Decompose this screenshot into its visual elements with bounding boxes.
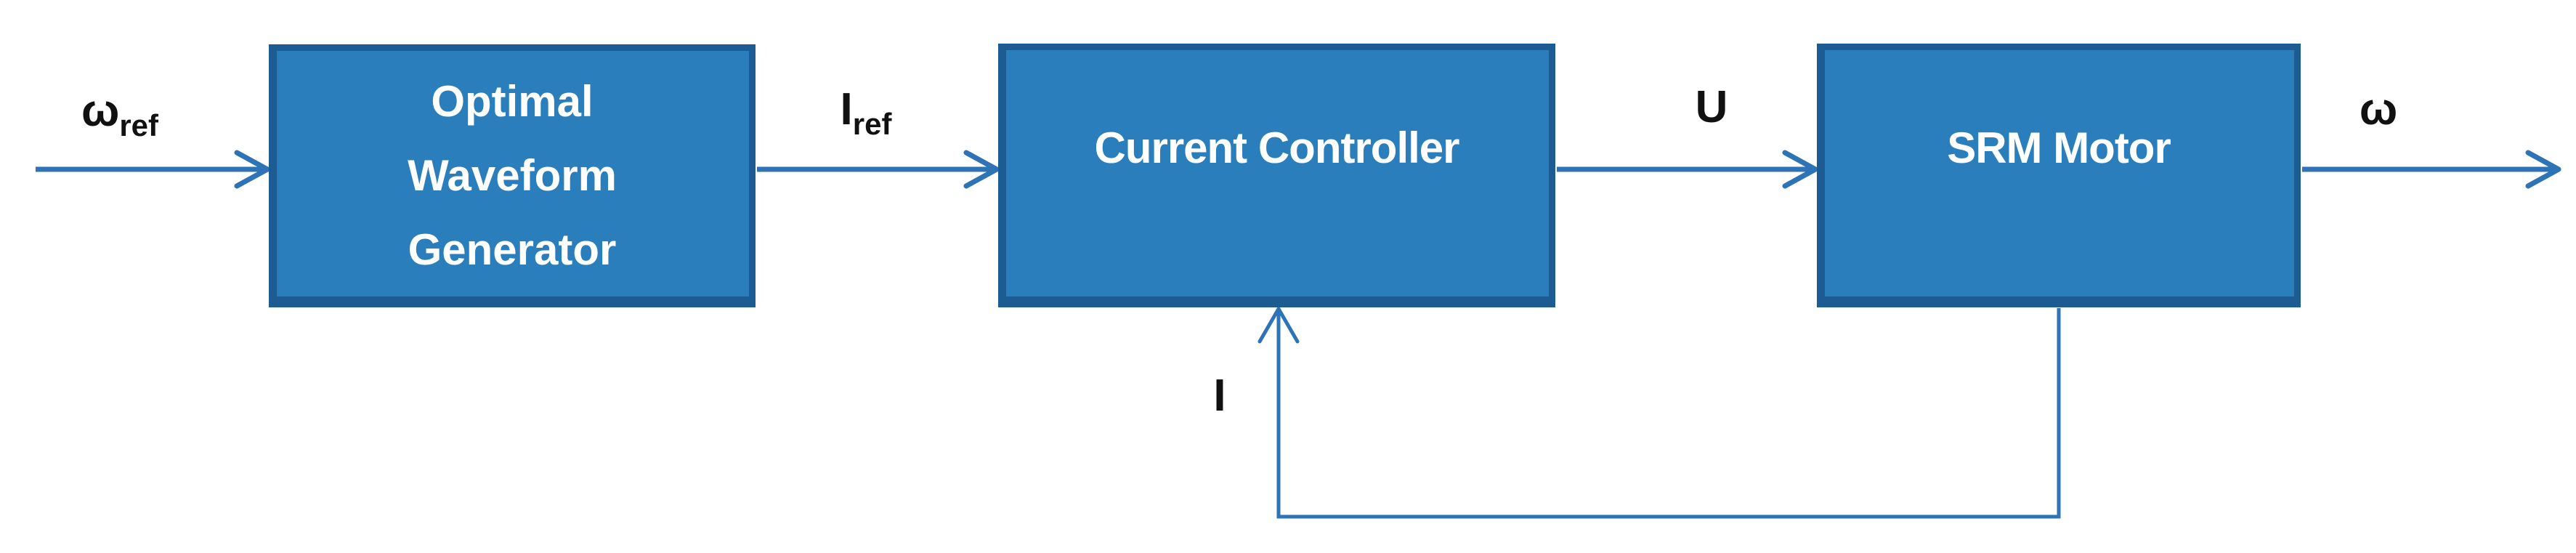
block-current-controller: Current Controller bbox=[998, 44, 1555, 307]
signal-label-i-ref: Iref bbox=[841, 87, 892, 140]
omega-out-arrowhead-icon bbox=[2525, 150, 2561, 189]
signal-label-i-feedback: I bbox=[1213, 374, 1226, 426]
signal-base: U bbox=[1695, 82, 1728, 132]
block-label: SRM Motor bbox=[1947, 124, 2171, 172]
signal-base: I bbox=[1213, 371, 1226, 421]
block-optimal-waveform-generator: Optimal Waveform Generator bbox=[269, 44, 756, 307]
feedback-line bbox=[1276, 308, 2061, 519]
block-label: Current Controller bbox=[1094, 124, 1459, 172]
block-srm-motor: SRM Motor bbox=[1817, 44, 2301, 307]
u-arrowhead-icon bbox=[1782, 150, 1818, 189]
signal-base: ω bbox=[2359, 84, 2398, 134]
block-label-line: Generator bbox=[408, 225, 617, 274]
block-label-line: Waveform bbox=[408, 151, 617, 200]
block-label-line: Optimal bbox=[431, 77, 594, 126]
signal-label-omega-out: ω bbox=[2360, 87, 2397, 140]
signal-subscript: ref bbox=[119, 108, 159, 142]
signal-subscript: ref bbox=[852, 107, 892, 141]
signal-label-omega-ref: ωref bbox=[81, 89, 158, 141]
signal-label-u: U bbox=[1696, 85, 1728, 137]
signal-base: ω bbox=[81, 86, 120, 136]
omega-ref-arrowhead-icon bbox=[234, 150, 270, 189]
signal-base: I bbox=[840, 84, 853, 134]
feedback-arrowhead-icon bbox=[1257, 307, 1300, 344]
i-ref-arrowhead-icon bbox=[963, 150, 1000, 189]
